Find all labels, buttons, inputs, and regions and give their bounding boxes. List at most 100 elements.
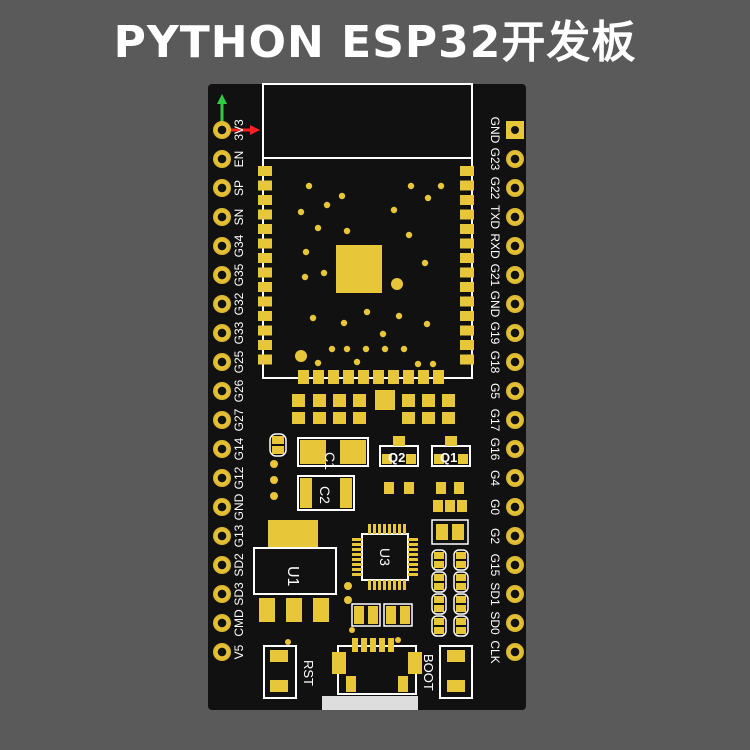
left-pin-hole [213, 643, 231, 661]
right-pin-label: G22 [488, 177, 502, 200]
left-pin-hole [213, 237, 231, 255]
left-pin-hole [213, 324, 231, 342]
right-pin-hole [506, 411, 524, 429]
left-header-holes [213, 121, 231, 661]
left-pin-label: G26 [232, 379, 246, 402]
transistor-q1: Q1 [431, 436, 471, 494]
left-pin-label: G25 [232, 350, 246, 373]
right-pin-label: TXD [488, 205, 502, 229]
smd-pad-row [292, 390, 455, 424]
q1-label: Q1 [440, 450, 457, 465]
left-pin-label: G13 [232, 524, 246, 547]
left-pin-label: V5 [232, 644, 246, 659]
rst-label: RST [301, 660, 316, 686]
left-pin-label: 3V3 [232, 119, 246, 141]
u3-label: U3 [377, 548, 393, 566]
left-pin-hole [213, 527, 231, 545]
right-pin-label: G21 [488, 264, 502, 287]
right-pin-hole [506, 324, 524, 342]
right-pin-hole [506, 498, 524, 516]
right-pin-hole [506, 208, 524, 226]
left-pin-label: SN [232, 209, 246, 226]
page-title: PYTHON ESP32开发板 [113, 17, 637, 68]
left-pin-hole [213, 208, 231, 226]
right-pin-label: GND [488, 291, 502, 318]
right-pin-label: G15 [488, 554, 502, 577]
right-pin-hole [506, 295, 524, 313]
right-pin-label: G5 [488, 383, 502, 399]
right-pin-hole [506, 614, 524, 632]
right-pin-label: G2 [488, 528, 502, 544]
right-pin-hole [506, 150, 524, 168]
left-pin-hole [213, 585, 231, 603]
left-pin-hole [213, 295, 231, 313]
left-pin-label: CMD [232, 609, 246, 637]
left-pin-label: EN [232, 151, 246, 168]
right-resistor-column [431, 500, 469, 637]
left-pin-label: G33 [232, 321, 246, 344]
pcb-body [208, 84, 526, 710]
left-pin-hole [213, 382, 231, 400]
right-pin-hole [506, 556, 524, 574]
right-pin-hole [506, 353, 524, 371]
capacitor-c2: C2 [297, 475, 355, 511]
left-pin-label: G27 [232, 408, 246, 431]
left-pin-hole [213, 411, 231, 429]
left-pin-label: G34 [232, 234, 246, 257]
right-pin-label: G17 [488, 409, 502, 432]
transistor-q2: Q2 [379, 436, 419, 494]
left-pin-hole [213, 150, 231, 168]
left-pin-hole [213, 266, 231, 284]
left-pin-label: SD3 [232, 582, 246, 606]
right-pin-hole [506, 382, 524, 400]
right-pin-hole [506, 585, 524, 603]
left-pin-hole [213, 614, 231, 632]
right-pin-hole [506, 179, 524, 197]
right-pin-hole [506, 440, 524, 458]
left-pin-hole [213, 469, 231, 487]
esp32-ground-pad [336, 245, 382, 293]
left-pin-label: G12 [232, 466, 246, 489]
c1-label: C1 [322, 452, 338, 470]
rst-button-footprint: RST [263, 645, 316, 699]
left-pin-label: G35 [232, 263, 246, 286]
left-pin-hole [213, 498, 231, 516]
left-pin-label: SD2 [232, 553, 246, 577]
left-pin-hole [213, 353, 231, 371]
right-pin-hole [506, 266, 524, 284]
q2-label: Q2 [388, 450, 405, 465]
left-pin-hole [213, 440, 231, 458]
u3-pins [352, 524, 418, 590]
right-pin-hole [506, 469, 524, 487]
right-pin-hole [506, 237, 524, 255]
right-pin-hole [506, 527, 524, 545]
right-pin-labels: GNDG23G22TXDRXDG21GNDG19G18G5G17G16G4G0G… [488, 117, 502, 664]
regulator-u1: U1 [253, 520, 337, 622]
small-resistors-left [269, 433, 287, 500]
right-header-holes [506, 121, 524, 661]
right-pin-label: G0 [488, 499, 502, 515]
left-pin-label: G14 [232, 437, 246, 460]
right-pin-label: G16 [488, 438, 502, 461]
left-pin-hole [213, 179, 231, 197]
boot-label: BOOT [421, 654, 436, 691]
left-pin-label: G32 [232, 292, 246, 315]
usb-connector [322, 696, 418, 710]
left-pin-label: SP [232, 180, 246, 196]
left-pin-hole [213, 121, 231, 139]
right-pin-label: SD1 [488, 582, 502, 606]
right-pin-label: RXD [488, 233, 502, 259]
micro-usb-footprint [285, 627, 422, 695]
right-pin-label: GND [488, 117, 502, 144]
right-pin-label: G19 [488, 322, 502, 345]
capacitor-c1: C1 [297, 437, 369, 470]
right-pin-label: SD0 [488, 611, 502, 635]
small-pads-bottom [344, 582, 413, 627]
boot-button-footprint: BOOT [421, 645, 473, 699]
left-pin-hole [213, 556, 231, 574]
right-pin-hole [506, 643, 524, 661]
left-pin-label: GND [232, 493, 246, 520]
u1-label: U1 [284, 566, 301, 587]
